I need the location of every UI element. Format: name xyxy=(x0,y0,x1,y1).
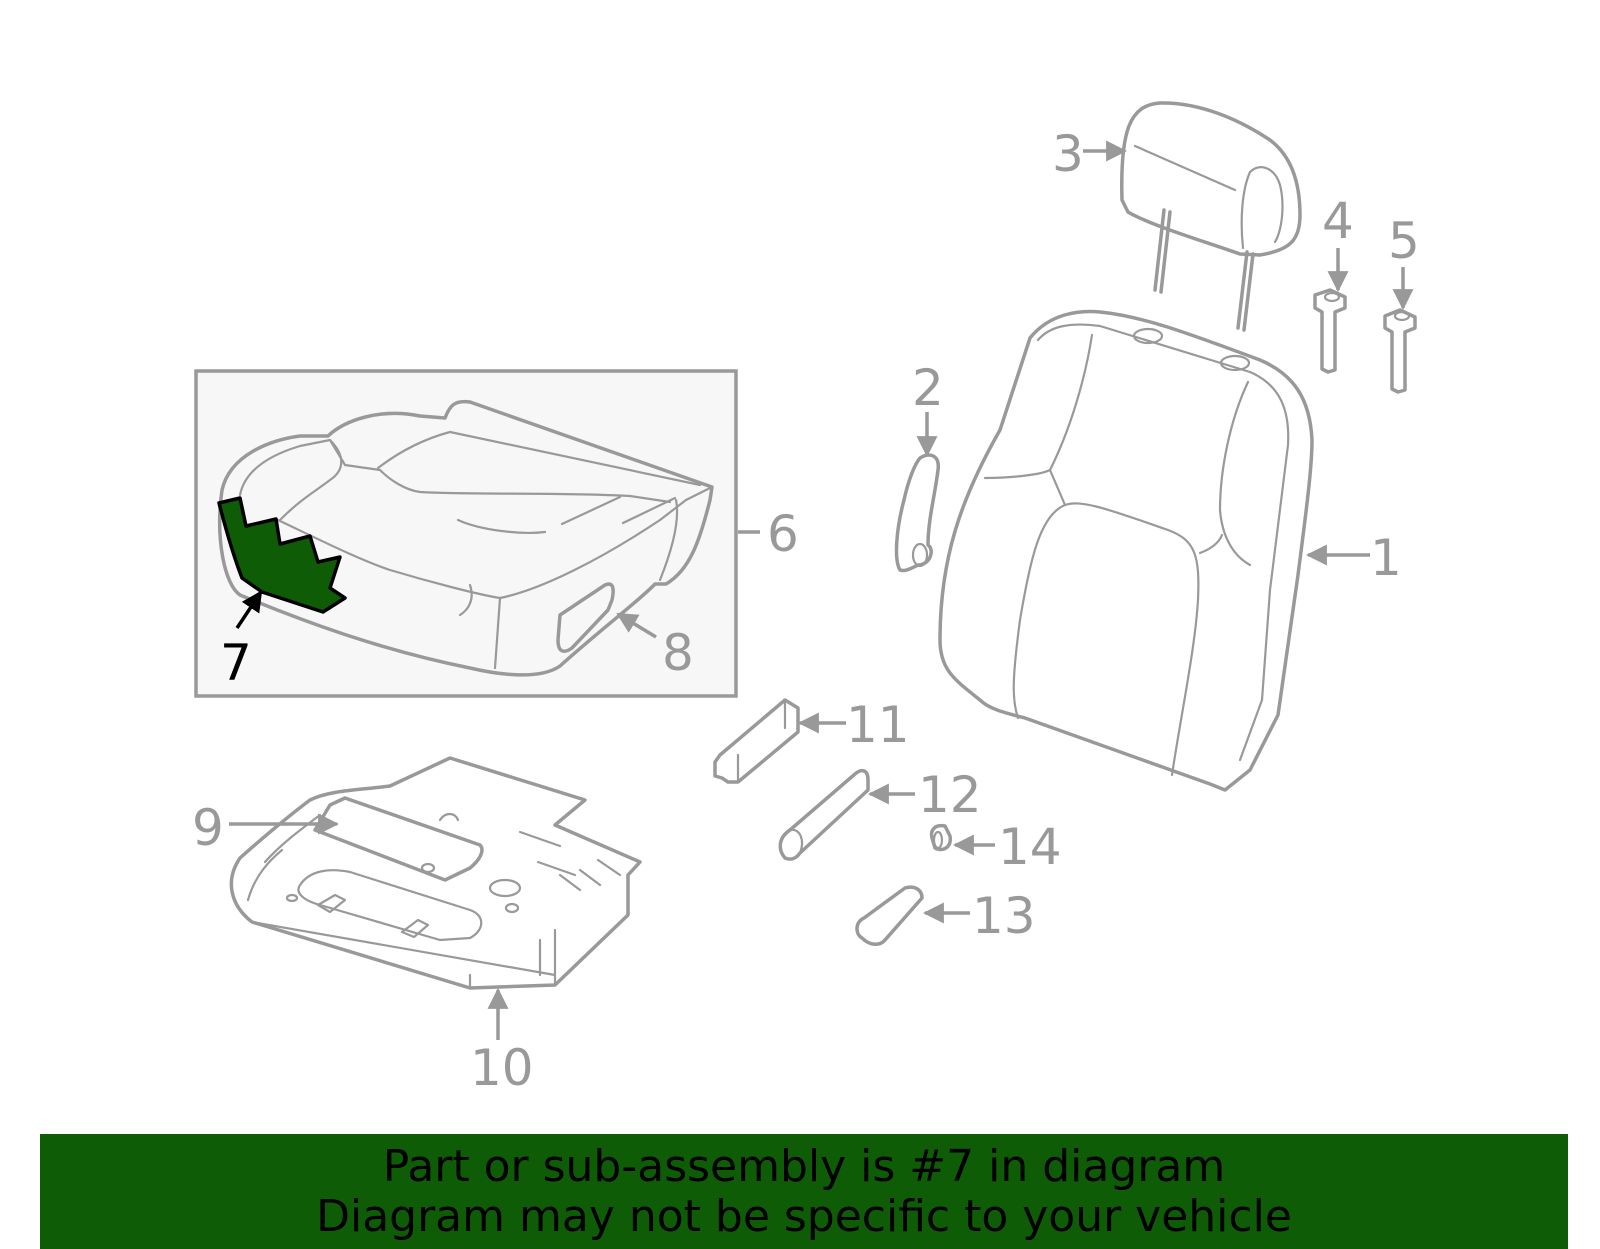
callout-3: 3 xyxy=(1052,125,1084,183)
trim-11 xyxy=(713,698,800,784)
callout-10: 10 xyxy=(470,1039,534,1097)
callout-1: 1 xyxy=(1370,529,1402,587)
trim-13 xyxy=(855,885,924,946)
cap-14 xyxy=(929,823,952,852)
callout-14: 14 xyxy=(998,818,1062,876)
headrest-guide-4 xyxy=(1313,288,1347,374)
highlighted-part-7 xyxy=(217,496,347,614)
seat-frame xyxy=(229,756,642,990)
callout-4: 4 xyxy=(1322,192,1354,250)
trim-12 xyxy=(778,768,870,861)
callout-13: 13 xyxy=(972,887,1036,945)
callout-7: 7 xyxy=(220,634,252,692)
banner-line-disclaimer: Diagram may not be specific to your vehi… xyxy=(316,1191,1292,1242)
cushion-inset-box xyxy=(194,369,738,698)
side-lever-2 xyxy=(894,453,940,573)
seat-back xyxy=(938,309,1314,792)
callout-5: 5 xyxy=(1388,212,1420,270)
callout-6: 6 xyxy=(767,505,799,563)
callout-2: 2 xyxy=(912,359,944,417)
callout-8: 8 xyxy=(662,624,694,682)
callout-12: 12 xyxy=(918,766,982,824)
headrest-guide-5 xyxy=(1383,308,1417,394)
headrest xyxy=(1120,101,1302,332)
banner-line-part: Part or sub-assembly is #7 in diagram xyxy=(382,1141,1226,1192)
callout-11: 11 xyxy=(846,696,910,754)
seat-cushion xyxy=(218,399,714,677)
callout-9: 9 xyxy=(192,799,224,857)
info-banner: Part or sub-assembly is #7 in diagram Di… xyxy=(40,1134,1568,1249)
